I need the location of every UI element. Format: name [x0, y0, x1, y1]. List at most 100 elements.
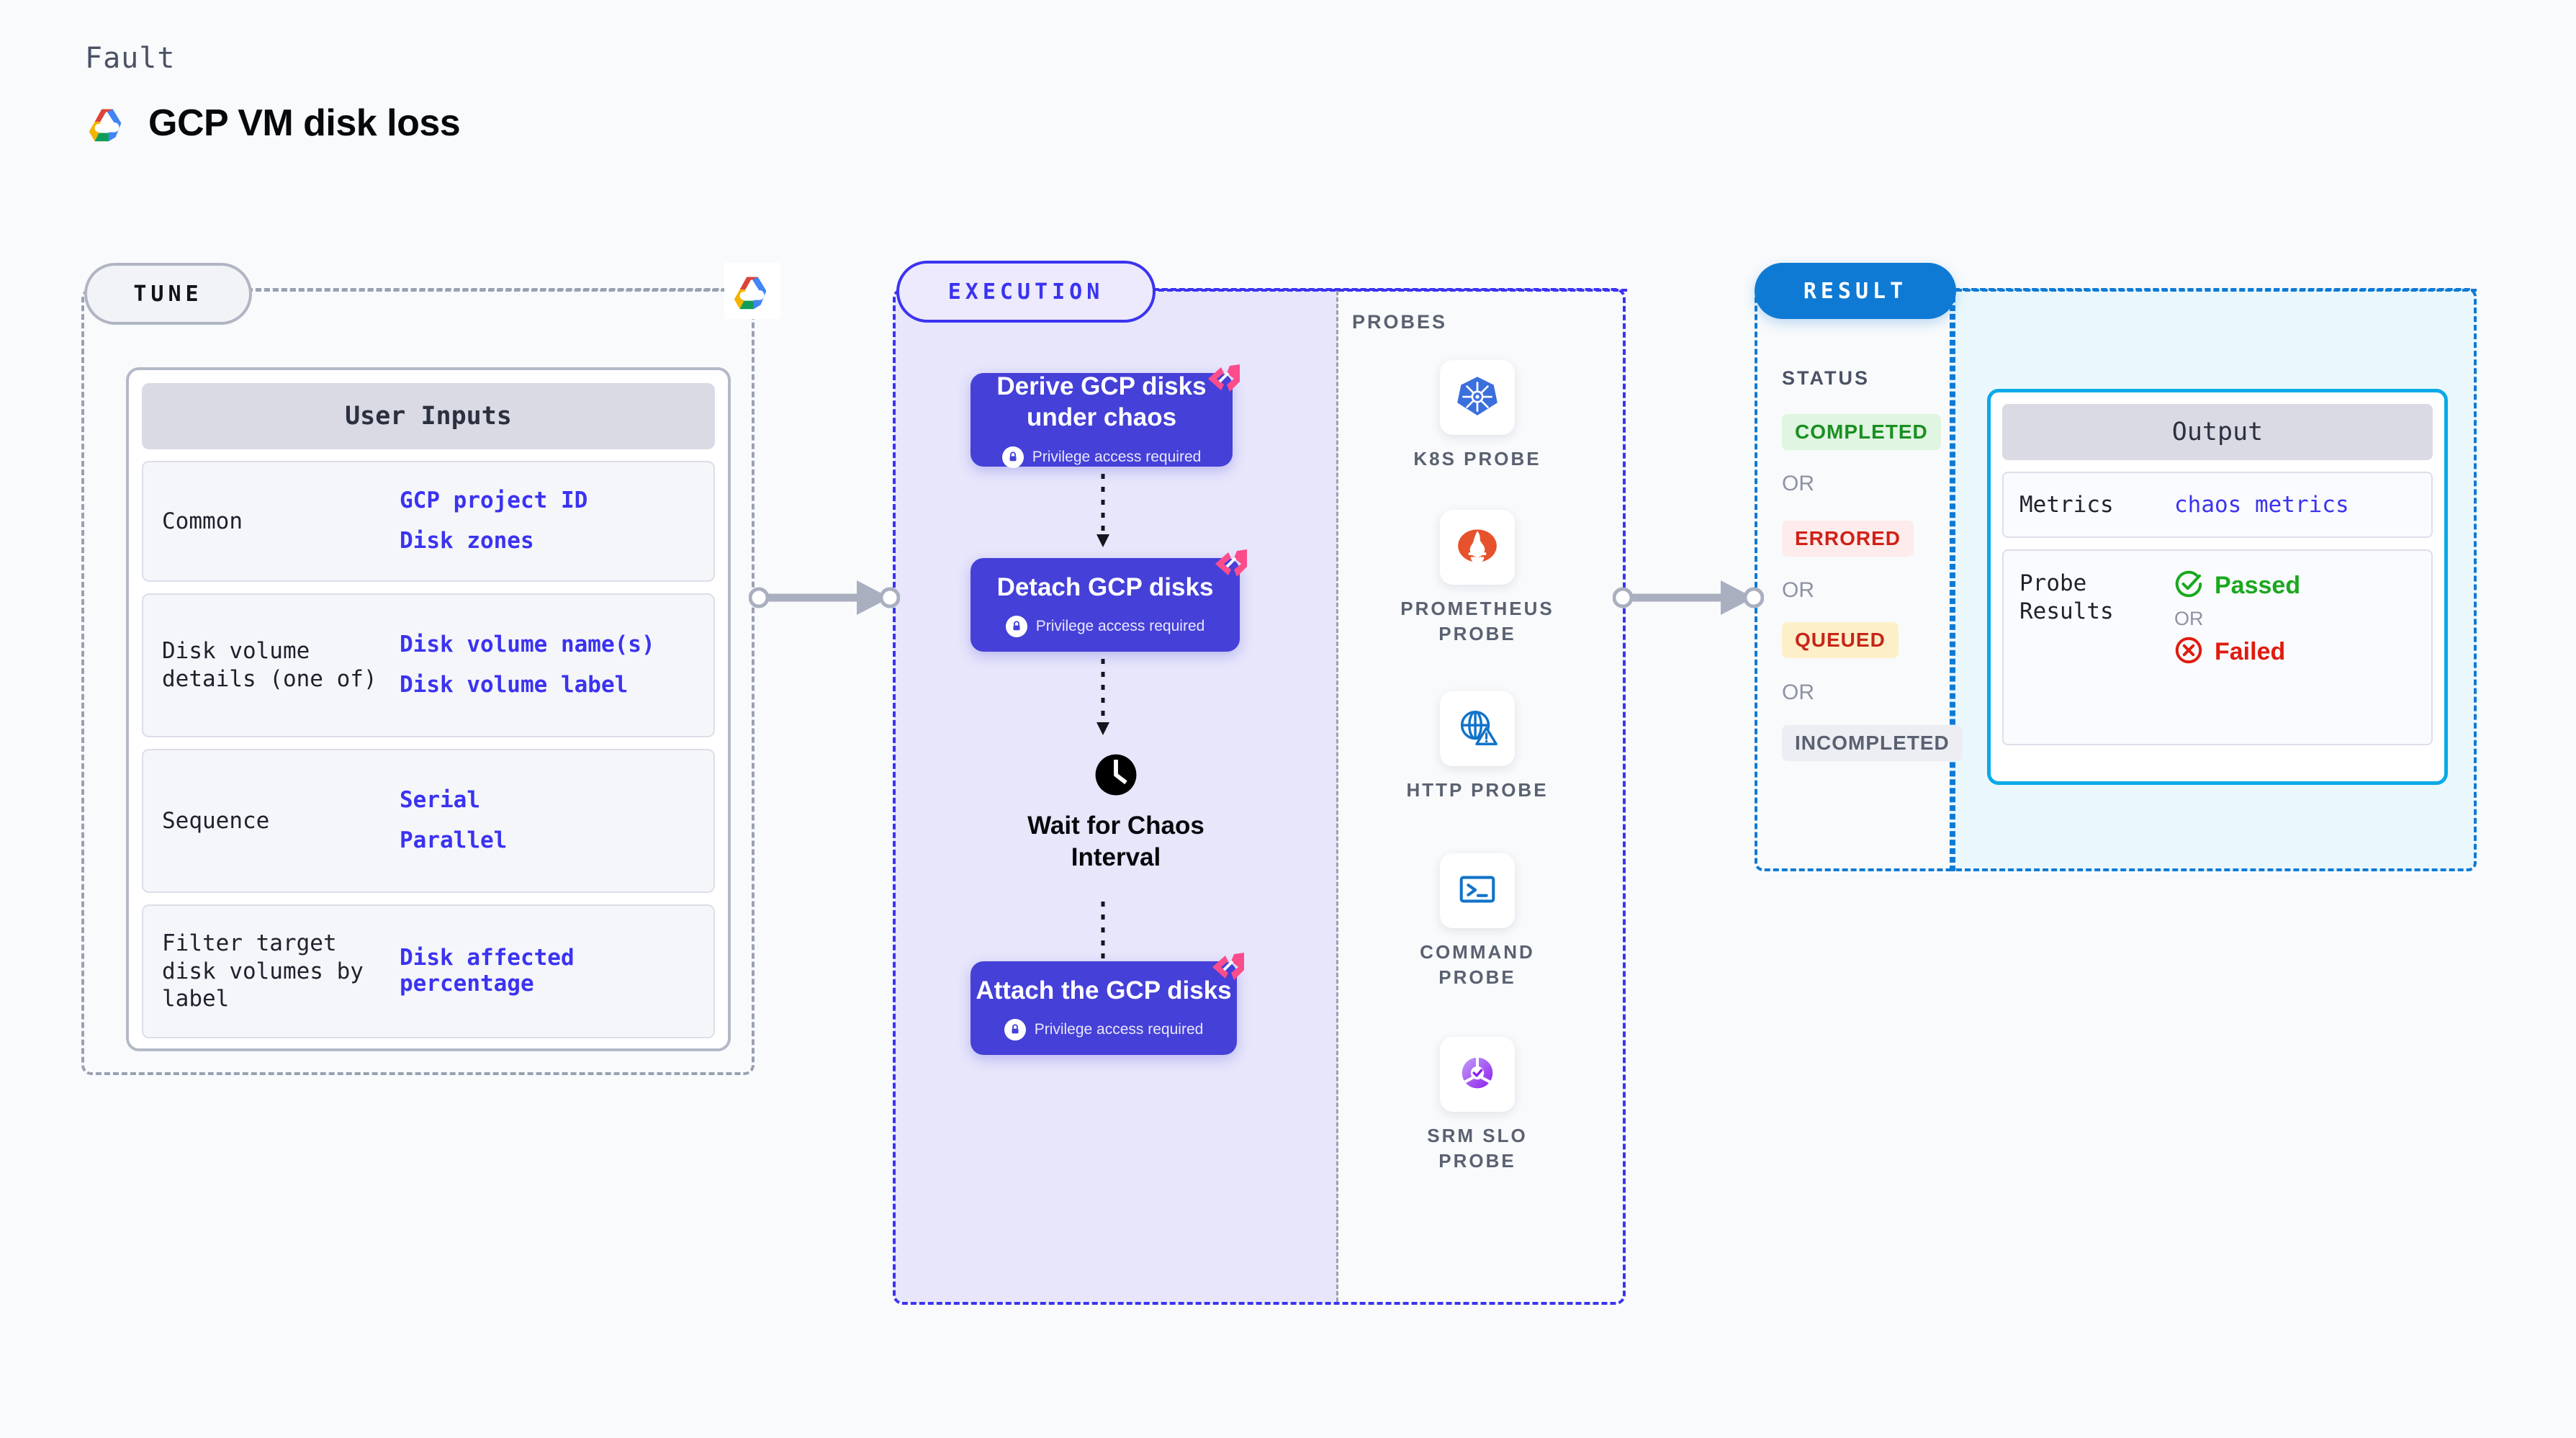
- user-input-key: Disk volume details (one of): [162, 638, 377, 692]
- user-inputs-card: User Inputs Common GCP project ID Disk z…: [126, 367, 731, 1051]
- output-key: Probe Results: [2019, 570, 2114, 624]
- execution-connector-dashed-line: [1150, 289, 1627, 292]
- status-badge-queued: QUEUED: [1782, 622, 1899, 658]
- probe-item-http[interactable]: HTTP PROBE: [1391, 691, 1564, 803]
- probe-label: COMMAND PROBE: [1420, 941, 1535, 989]
- user-input-key: Filter target disk volumes by label: [162, 930, 364, 1012]
- output-value-metrics[interactable]: chaos metrics: [2174, 492, 2349, 518]
- flow-node-wait-for-chaos-interval: Wait for Chaos Interval: [1008, 752, 1224, 873]
- status-badge-incompleted: INCOMPLETED: [1782, 725, 1963, 761]
- flow-node-derive-gcp-disks[interactable]: Derive GCP disks under chaos Privilege a…: [970, 364, 1240, 468]
- flow-node-privilege: Privilege access required: [1005, 616, 1205, 638]
- probe-label: PROMETHEUS PROBE: [1400, 598, 1554, 645]
- user-input-values: Serial Parallel: [400, 788, 507, 853]
- user-input-values: GCP project ID Disk zones: [400, 488, 587, 554]
- status-or-1: OR: [1782, 472, 1814, 495]
- probe-result-passed: Passed: [2174, 570, 2300, 602]
- flow-node-privilege-text: Privilege access required: [1035, 618, 1205, 635]
- user-input-value[interactable]: Serial: [400, 787, 480, 814]
- flow-node-attach-gcp-disks[interactable]: Attach the GCP disks Privilege access re…: [970, 953, 1244, 1055]
- user-input-row: Filter target disk volumes by label Disk…: [142, 904, 715, 1038]
- probes-label: PROBES: [1352, 311, 1448, 333]
- user-input-row: Disk volume details (one of) Disk volume…: [142, 593, 715, 737]
- gcp-logo-icon: [724, 263, 780, 319]
- flow-node-detach-gcp-disks[interactable]: Detach GCP disks Privilege access requir…: [970, 549, 1247, 652]
- connector-execution-to-result: [1613, 580, 1764, 615]
- page-title-row: GCP VM disk loss: [85, 101, 461, 145]
- connector-tune-to-execution: [749, 580, 900, 615]
- probe-result-passed-label: Passed: [2215, 572, 2301, 599]
- user-inputs-title: User Inputs: [142, 383, 715, 449]
- probe-results-list: Passed OR Failed: [2174, 570, 2300, 668]
- probe-card: [1440, 1037, 1515, 1112]
- result-stage-label: RESULT: [1803, 278, 1908, 304]
- execution-stage-label: EXECUTION: [947, 279, 1104, 305]
- page-title: GCP VM disk loss: [148, 102, 461, 144]
- user-input-key: Common: [162, 508, 243, 534]
- user-input-key: Sequence: [162, 807, 270, 834]
- status-or-2: OR: [1782, 578, 1814, 602]
- wait-node-label: Wait for Chaos Interval: [1027, 812, 1204, 871]
- flow-node-title: Detach GCP disks: [996, 572, 1214, 601]
- probe-label: SRM SLO PROBE: [1427, 1125, 1528, 1172]
- user-input-value[interactable]: Disk zones: [400, 528, 534, 554]
- output-key: Metrics: [2019, 491, 2114, 518]
- probe-label: HTTP PROBE: [1406, 779, 1549, 801]
- tune-stage-pill[interactable]: TUNE: [84, 263, 252, 325]
- output-row-probe-results: Probe Results Passed OR: [2002, 549, 2433, 745]
- status-badge-completed: COMPLETED: [1782, 414, 1941, 450]
- probe-card: [1440, 691, 1515, 766]
- probe-item-k8s[interactable]: K8S PROBE: [1391, 360, 1564, 472]
- probe-result-failed: Failed: [2174, 636, 2300, 668]
- flow-node-title: Derive GCP disks under chaos: [996, 372, 1207, 431]
- flow-node-privilege: Privilege access required: [1004, 1019, 1204, 1041]
- result-stage-pill[interactable]: RESULT: [1755, 263, 1956, 319]
- probe-item-command[interactable]: COMMAND PROBE: [1391, 853, 1564, 990]
- output-row-metrics: Metrics chaos metrics: [2002, 472, 2433, 538]
- user-input-row: Sequence Serial Parallel: [142, 749, 715, 893]
- check-circle-icon: [2174, 570, 2203, 602]
- user-input-value[interactable]: Disk volume name(s): [400, 632, 655, 658]
- lock-icon: [1001, 446, 1024, 468]
- probe-item-prometheus[interactable]: PROMETHEUS PROBE: [1391, 510, 1564, 647]
- result-connector-dashed-line: [1956, 289, 2477, 292]
- probe-result-or: OR: [2174, 608, 2204, 629]
- tune-connector-dashed-line: [247, 289, 744, 292]
- user-input-values: Disk affected percentage: [400, 945, 706, 997]
- flow-arrow-2: [1096, 659, 1109, 735]
- output-card: Output Metrics chaos metrics Probe Resul…: [1987, 389, 2448, 785]
- gcp-logo-icon: [85, 101, 130, 145]
- lock-icon: [1005, 616, 1027, 638]
- user-input-value[interactable]: Disk affected percentage: [400, 945, 575, 997]
- terminal-icon: [1455, 867, 1500, 915]
- user-input-row: Common GCP project ID Disk zones: [142, 461, 715, 582]
- harness-ribbon-icon: [1202, 357, 1246, 400]
- output-title: Output: [2002, 404, 2433, 460]
- status-label: STATUS: [1782, 367, 1870, 389]
- user-input-values: Disk volume name(s) Disk volume label: [400, 632, 655, 698]
- probe-card: [1440, 510, 1515, 585]
- probe-card: [1440, 360, 1515, 435]
- clock-icon: [1094, 752, 1138, 797]
- prometheus-icon: [1454, 522, 1501, 573]
- flow-node-title: Attach the GCP disks: [976, 976, 1232, 1005]
- execution-stage-pill[interactable]: EXECUTION: [896, 261, 1156, 323]
- x-circle-icon: [2174, 636, 2203, 668]
- tune-stage-label: TUNE: [133, 281, 203, 307]
- http-globe-warning-icon: [1455, 705, 1500, 753]
- user-input-value[interactable]: Disk volume label: [400, 672, 629, 698]
- probe-item-srm-slo[interactable]: SRM SLO PROBE: [1391, 1037, 1564, 1174]
- srm-slo-icon: [1455, 1051, 1500, 1099]
- lock-icon: [1004, 1019, 1026, 1041]
- user-input-value[interactable]: GCP project ID: [400, 487, 588, 514]
- harness-ribbon-icon: [1210, 542, 1253, 585]
- user-input-value[interactable]: Parallel: [400, 827, 508, 853]
- probes-divider: [1336, 291, 1338, 1302]
- flow-node-privilege-text: Privilege access required: [1032, 448, 1202, 465]
- status-badge-errored: ERRORED: [1782, 521, 1914, 557]
- probe-label: K8S PROBE: [1413, 448, 1541, 469]
- kubernetes-icon: [1454, 372, 1501, 423]
- probe-result-failed-label: Failed: [2215, 638, 2286, 665]
- flow-node-privilege-text: Privilege access required: [1034, 1021, 1204, 1038]
- status-or-3: OR: [1782, 680, 1814, 704]
